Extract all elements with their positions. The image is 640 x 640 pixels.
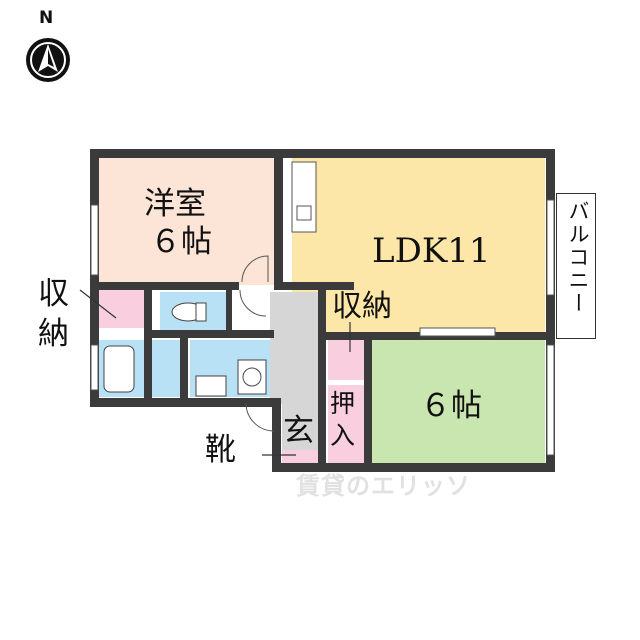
north-arrow-icon [26, 38, 70, 82]
closet-label-1: 押 [330, 389, 355, 418]
windows [90, 199, 555, 456]
western-room-name: 洋室 [144, 186, 206, 222]
balcony-label: バルコニー [566, 200, 590, 315]
bathtub-icon [103, 345, 135, 393]
watermark: 賃貸のエリッソ [296, 472, 471, 500]
western-room-size: ６帖 [150, 224, 212, 260]
hall-floor [270, 292, 318, 404]
storage-center-floor [328, 340, 366, 380]
tatami-floor [370, 340, 545, 463]
kitchen-sink [291, 161, 317, 233]
western-room-floor [98, 157, 274, 285]
shoe-box-floor [282, 450, 318, 463]
closet-floor [328, 385, 366, 463]
storage-left-label-2: 納 [38, 316, 69, 352]
storage-left-floor [98, 290, 144, 328]
entrance-label: 玄 [283, 413, 314, 449]
balcony-box [556, 193, 596, 339]
storage-left-label-1: 収 [38, 276, 69, 312]
washbasin-icon [195, 375, 227, 397]
shoe-box-label: 靴 [205, 432, 236, 468]
door-swings [239, 255, 275, 432]
north-label: N [39, 8, 54, 28]
leader-lines [79, 289, 351, 456]
ldk-label: LDK11 [372, 231, 491, 271]
entrance-floor [282, 404, 318, 450]
ldk-floor [292, 157, 545, 332]
tatami-room-label: ６帖 [420, 388, 482, 424]
storage-center-label: 収納 [332, 289, 392, 324]
closet-label-2: 入 [330, 421, 355, 450]
